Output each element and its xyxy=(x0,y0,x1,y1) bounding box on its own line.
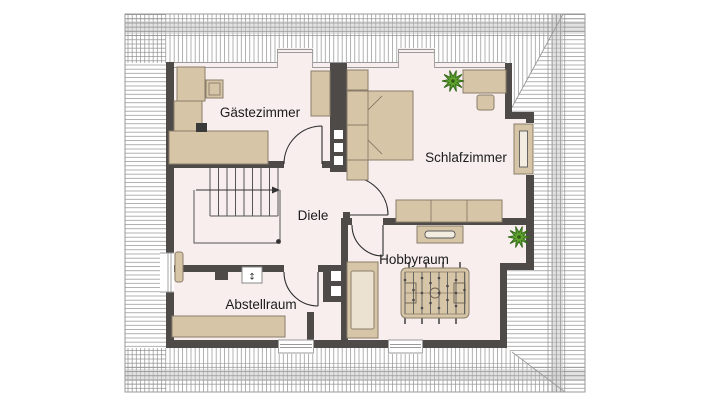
wall-stub xyxy=(215,272,228,280)
door-gaestezimmer xyxy=(283,125,323,165)
room-label-abstellraum: Abstellraum xyxy=(225,297,296,312)
door-hobbyraum xyxy=(351,224,384,257)
bedroom-sofa xyxy=(395,199,503,223)
desk-chair xyxy=(476,94,495,111)
room-label-gaestezimmer: Gästezimmer xyxy=(220,105,301,120)
furniture-hobbyraum xyxy=(346,225,470,339)
top-wall-lines xyxy=(166,62,505,68)
roof-top-band xyxy=(166,14,563,120)
windows xyxy=(160,123,534,354)
guest-sofa-bed xyxy=(168,130,269,165)
doors xyxy=(283,125,389,307)
vent-box xyxy=(241,266,263,284)
window-left xyxy=(160,253,174,292)
roof-left-band xyxy=(125,14,166,392)
window-bottom-left xyxy=(278,340,314,354)
vent-symbol: ↕ xyxy=(248,273,256,283)
hobby-sofa-seat xyxy=(350,270,375,330)
guest-lamp xyxy=(196,123,207,132)
dormer-windows xyxy=(277,48,435,68)
room-label-diele: Diele xyxy=(298,208,329,223)
roof-ridge-line-bottomright xyxy=(511,351,566,393)
desk xyxy=(462,69,507,94)
room-label-hobbyraum: Hobbyraum xyxy=(379,252,449,267)
roof-outline xyxy=(124,13,586,393)
guest-nightstand xyxy=(205,79,224,99)
furniture-gaestezimmer xyxy=(168,66,331,165)
shaft-block-2 xyxy=(323,265,347,302)
window-right-slot xyxy=(519,130,528,168)
lowboard-slot xyxy=(424,230,456,239)
stair-arrow xyxy=(272,186,280,194)
double-bed xyxy=(346,90,414,161)
furniture-abstellraum: ↕ xyxy=(171,266,286,338)
room-labels: Gästezimmer Schlafzimmer Diele Hobbyraum… xyxy=(220,105,508,312)
room-label-schlafzimmer: Schlafzimmer xyxy=(425,150,507,165)
radiator-left xyxy=(174,251,184,283)
storage-shelf xyxy=(171,315,286,338)
roof-ridge-line-topright xyxy=(504,13,564,121)
window-bottom-right xyxy=(388,340,423,354)
furniture-schlafzimmer xyxy=(346,69,507,223)
guest-bed-upper xyxy=(176,66,206,102)
stair-walkline-dot xyxy=(276,239,281,244)
nightstand-bottom xyxy=(346,159,369,181)
shaft-block-1 xyxy=(330,63,347,172)
nightstand-top xyxy=(346,69,369,91)
door-abstellraum xyxy=(283,271,319,307)
foosball-table xyxy=(400,262,470,324)
staircase xyxy=(193,168,281,244)
guest-wardrobe xyxy=(310,70,331,117)
